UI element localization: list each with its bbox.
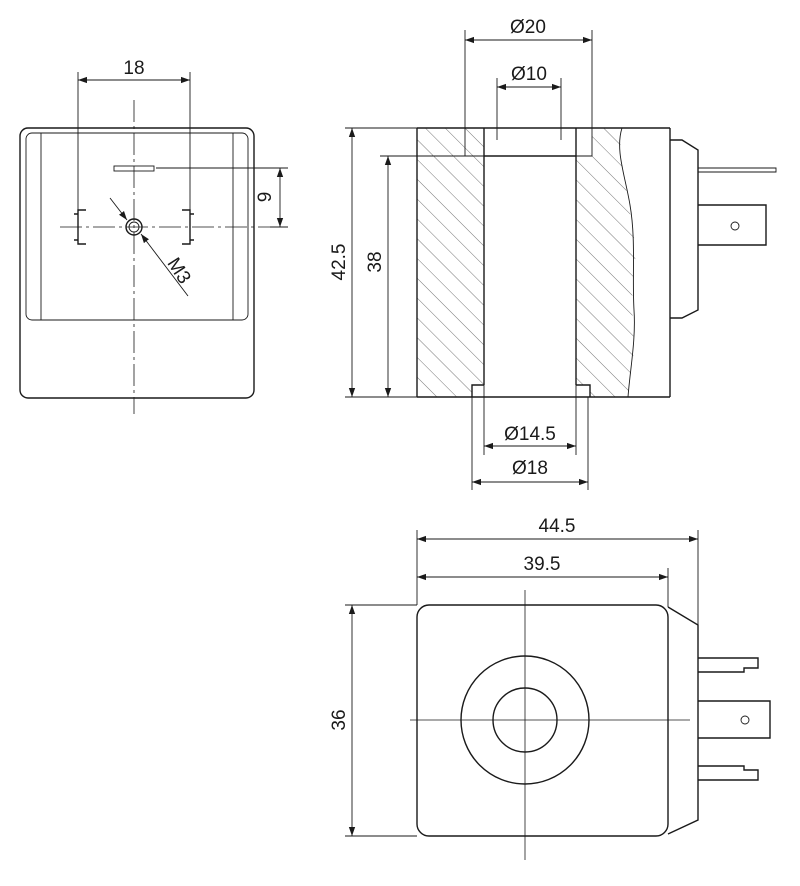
dim-d18-label: Ø18	[512, 458, 548, 479]
front-view-terminal-slot	[113, 165, 155, 172]
section-connector-pin	[698, 167, 777, 173]
section-bore	[483, 128, 577, 385]
dim-m3-label: M3	[163, 254, 195, 288]
top-view-connector-housing	[667, 606, 699, 835]
dim-44-5-label: 44.5	[539, 516, 576, 537]
section-connector-housing	[670, 139, 699, 319]
section-hatch-right	[576, 128, 636, 397]
front-view-left-bracket	[74, 209, 86, 245]
dim-d10-label: Ø10	[511, 64, 547, 85]
front-view-screw-hole-inner	[128, 221, 140, 233]
top-view-tab-hole	[740, 715, 750, 725]
front-view-inner-frame	[25, 132, 249, 321]
dim-d14-5-label: Ø14.5	[504, 424, 556, 445]
top-view-pin-top	[698, 657, 759, 673]
section-view: Ø20 Ø10 42.5 38 Ø14.5 Ø18	[329, 17, 777, 490]
top-view-tab-center	[698, 700, 771, 739]
dim-9-label: 9	[255, 192, 276, 203]
m3-leader-line-2	[140, 233, 189, 297]
dim-42-5-label: 42.5	[329, 244, 350, 281]
section-connector-tab-hole	[730, 221, 740, 231]
m3-leader-line	[109, 197, 128, 221]
top-view-pin-bottom	[698, 765, 759, 781]
dim-d20-label: Ø20	[510, 17, 546, 38]
front-view-right-bracket	[182, 209, 194, 245]
front-view-screw-hole	[125, 218, 143, 236]
section-hatch-left	[417, 128, 484, 397]
dim-38-label: 38	[365, 251, 386, 272]
section-break-line	[619, 127, 635, 398]
dim-18-label: 18	[123, 58, 144, 79]
section-connector-tab	[698, 204, 767, 246]
front-view-outline	[19, 127, 255, 399]
front-view: 18 9 M3	[19, 58, 288, 414]
dim-36-label: 36	[329, 709, 350, 730]
dim-39-5-label: 39.5	[524, 554, 561, 575]
top-view: 44.5 39.5 36	[329, 516, 771, 860]
top-view-body	[416, 604, 669, 837]
section-bottom-counterbore	[471, 384, 591, 397]
